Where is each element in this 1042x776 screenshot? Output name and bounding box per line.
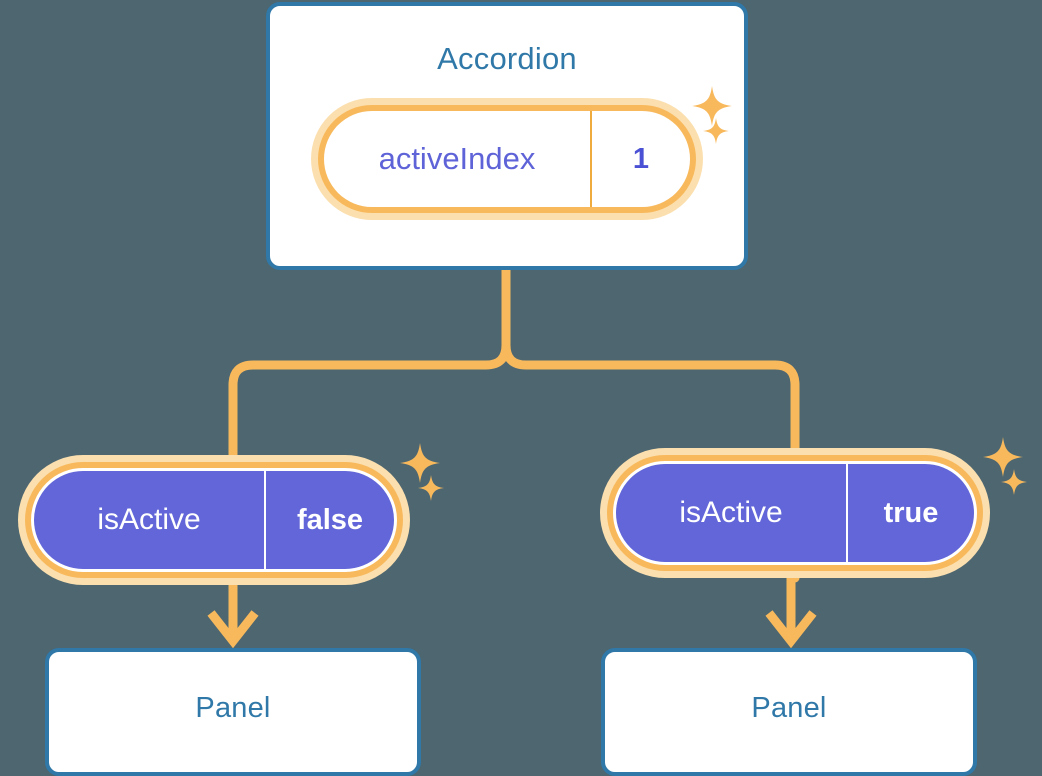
badge-ring: isActive false [25,462,403,578]
state-badge-is-active-false[interactable]: isActive false [18,455,410,585]
state-badge-is-active-true[interactable]: isActive true [600,448,990,578]
badge-ring: isActive true [607,455,983,571]
panel-card-right[interactable]: Panel [601,648,977,776]
panel-card-left[interactable]: Panel [45,648,421,776]
badge-value-label: 1 [632,142,650,175]
arrow-down-icon-right [765,578,817,649]
badge-key-label: isActive [34,471,266,569]
badge-body: isActive false [31,468,397,572]
badge-key-label: activeIndex [324,111,592,207]
arrow-down-icon-left [207,585,259,649]
badge-body: activeIndex 1 [324,111,690,207]
page-title: Accordion [437,41,577,76]
badge-body: isActive true [613,461,977,565]
badge-value-label: false [296,503,364,536]
badge-value-label: true [883,496,939,529]
state-badge-active-index[interactable]: activeIndex 1 [311,98,703,220]
panel-card-label: Panel [751,692,827,724]
badge-ring: activeIndex 1 [318,105,696,213]
badge-key-label: isActive [616,464,848,562]
panel-card-label: Panel [195,692,271,724]
wire-to-right-child [501,340,800,583]
